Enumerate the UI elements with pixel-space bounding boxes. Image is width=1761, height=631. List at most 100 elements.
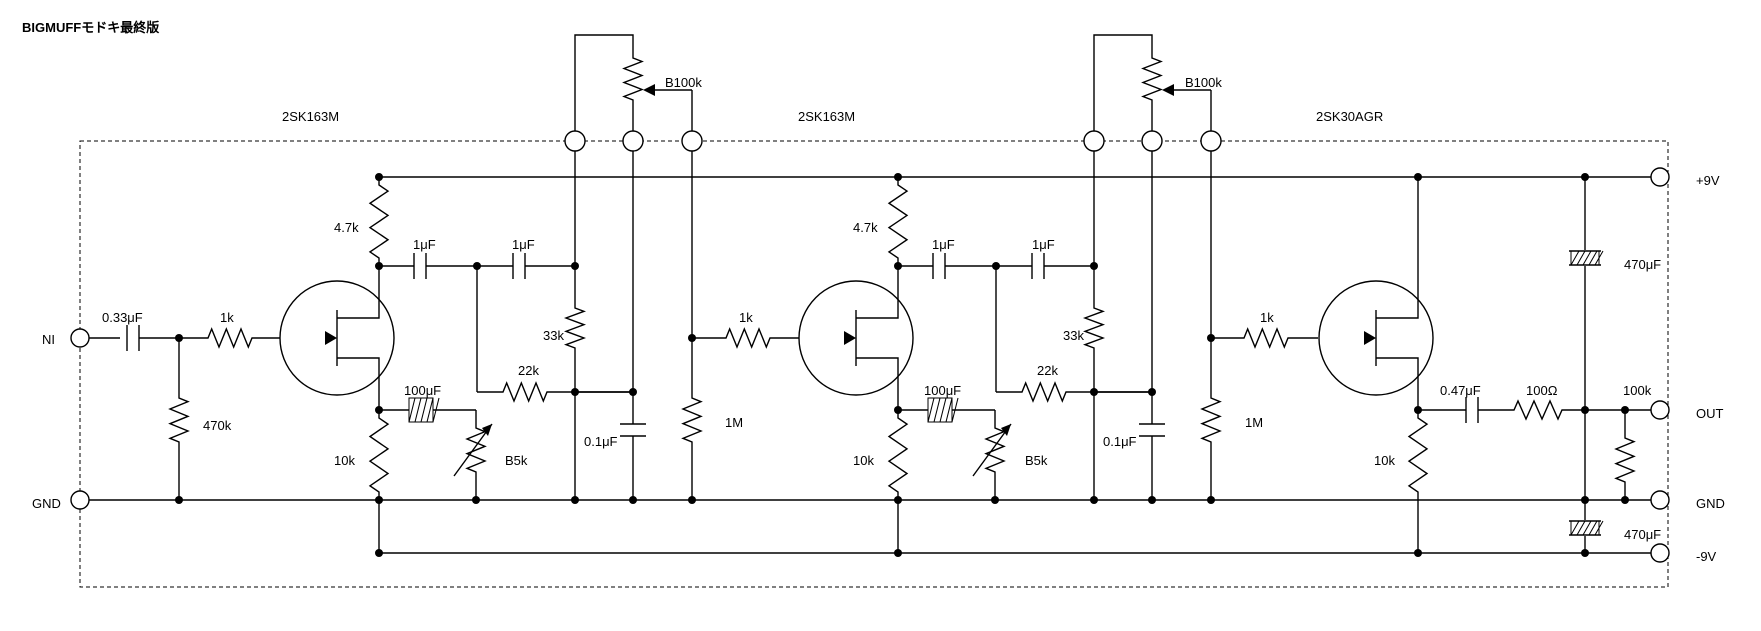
ecap-100uf-s2-hatch <box>945 397 953 423</box>
ecap-470uf-a-hatch <box>1570 250 1580 266</box>
junction-dot <box>472 496 480 504</box>
junction-dot <box>894 173 902 181</box>
jfet-s3-gate-arrow <box>1364 331 1376 345</box>
jfet-s1-gate-arrow <box>325 331 337 345</box>
ecap-100uf-s2-hatch <box>933 397 941 423</box>
r22k-b-label: 22k <box>1037 363 1058 378</box>
junction-dot <box>375 173 383 181</box>
diagram-title: BIGMUFFモドキ最終版 <box>22 20 159 35</box>
vminus-port-label: -9V <box>1696 549 1717 564</box>
junction-dot <box>1148 496 1156 504</box>
ecap-470uf-b-hatch <box>1588 520 1598 536</box>
r47k-a-label: 4.7k <box>334 220 359 235</box>
stage-1-transistor-label: 2SK163M <box>282 109 339 124</box>
vplus-port-label: +9V <box>1696 173 1720 188</box>
terminal <box>1141 130 1163 152</box>
r1m-a-label: 1M <box>725 415 743 430</box>
junction-dot <box>175 496 183 504</box>
vr-b5k-s1-track <box>465 420 487 480</box>
terminal <box>1083 130 1105 152</box>
resistor-470k-in <box>168 390 190 450</box>
resistor-100k-out <box>1614 430 1636 490</box>
resistor-33k-s1 <box>563 300 587 356</box>
junction-dot <box>1621 496 1629 504</box>
c1-b-label: 1μF <box>932 237 955 252</box>
r33k-a-label: 33k <box>543 328 564 343</box>
junction-dot <box>991 496 999 504</box>
wire <box>574 34 634 141</box>
rin-label: 470k <box>203 418 232 433</box>
ecap-100uf-s1-hatch <box>426 397 434 423</box>
r1k-c-label: 1k <box>1260 310 1274 325</box>
jfet-s3-drain <box>1376 286 1419 319</box>
junction-dot <box>1207 496 1215 504</box>
resistor-100-out <box>1506 399 1570 421</box>
terminal <box>1650 543 1670 563</box>
jfet-s1-drain <box>337 286 380 319</box>
pot-b100k-s1-wiper-arrow <box>643 84 655 96</box>
ecap-100uf-s2-body <box>927 397 953 423</box>
out-port-label: OUT <box>1696 406 1724 421</box>
c2-b-label: 1μF <box>1032 237 1055 252</box>
resistor-22k-s2 <box>1014 381 1074 403</box>
ecap-470uf-b-hatch <box>1582 520 1592 536</box>
jfet-s3-source <box>1376 357 1419 390</box>
resistor-1m-s1 <box>681 390 703 450</box>
r1k-b-label: 1k <box>739 310 753 325</box>
r10k-b-label: 10k <box>853 453 874 468</box>
jfet-s3-body <box>1318 280 1434 396</box>
junction-dot <box>688 496 696 504</box>
ecap-470uf-a-hatch <box>1582 250 1592 266</box>
junction-dot <box>1414 549 1422 557</box>
stage-3-transistor-label: 2SK30AGR <box>1316 109 1383 124</box>
ecap-470uf-b-hatch <box>1576 520 1586 536</box>
stage-2-transistor-label: 2SK163M <box>798 109 855 124</box>
ecap-100uf-s2-hatch <box>927 397 935 423</box>
resistor-1k-s2 <box>718 327 778 349</box>
terminal <box>681 130 703 152</box>
jfet-s2-gate-arrow <box>844 331 856 345</box>
resistor-4k7-s2 <box>887 177 909 266</box>
c470-a-label: 470μF <box>1624 257 1661 272</box>
jfet-s2-source <box>856 357 899 390</box>
vr5k-a-label: B5k <box>505 453 528 468</box>
terminal <box>1650 490 1670 510</box>
r33k-b-label: 33k <box>1063 328 1084 343</box>
r10k-a-label: 10k <box>334 453 355 468</box>
ecap-470uf-a-hatch <box>1588 250 1598 266</box>
resistor-1k-s1 <box>200 327 260 349</box>
vr-b5k-s2-adjust-arrow <box>1001 424 1011 436</box>
terminal <box>622 130 644 152</box>
wire <box>1093 34 1153 141</box>
resistor-33k-s2 <box>1082 300 1106 356</box>
jfet-s2-drain <box>856 286 899 319</box>
ecap-100uf-s1-hatch <box>420 397 428 423</box>
gnd-right-port-label: GND <box>1696 496 1725 511</box>
ecap-100uf-s1-hatch <box>414 397 422 423</box>
r47k-b-label: 4.7k <box>853 220 878 235</box>
junction-dot <box>1581 549 1589 557</box>
c1-a-label: 1μF <box>413 237 436 252</box>
c01-a-label: 0.1μF <box>584 434 618 449</box>
vr-b5k-s1-adjust-arrow <box>482 424 492 436</box>
c100-b-label: 100μF <box>924 383 961 398</box>
pot-b-label: B100k <box>1185 75 1222 90</box>
gnd-left-port-label: GND <box>32 496 61 511</box>
terminal <box>564 130 586 152</box>
junction-dot <box>1414 173 1422 181</box>
resistor-10k-s1 <box>368 410 390 500</box>
resistor-1m-s2 <box>1200 390 1222 450</box>
junction-dot <box>894 549 902 557</box>
terminal <box>70 490 90 510</box>
c047-label: 0.47μF <box>1440 383 1481 398</box>
r10k-c-label: 10k <box>1374 453 1395 468</box>
c100-a-label: 100μF <box>404 383 441 398</box>
pot-b100k-s2-wiper-arrow <box>1162 84 1174 96</box>
enclosure-outline <box>79 140 1669 588</box>
junction-dot <box>375 549 383 557</box>
resistor-22k-s1 <box>495 381 555 403</box>
terminal <box>70 328 90 348</box>
pot-a-label: B100k <box>665 75 702 90</box>
terminal <box>1650 167 1670 187</box>
